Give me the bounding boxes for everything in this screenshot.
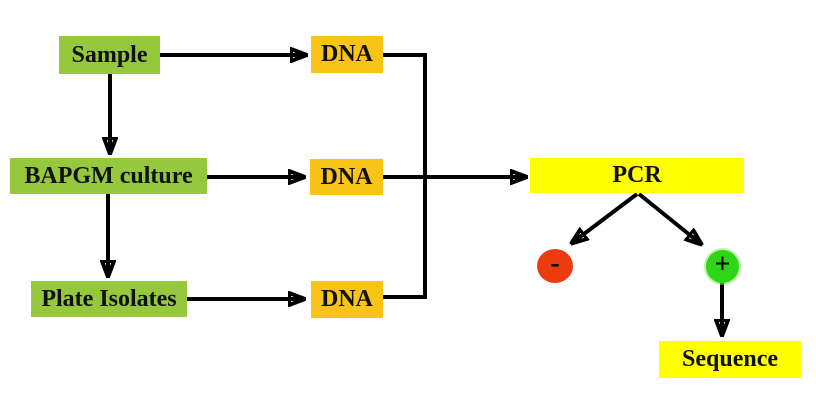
node-pcr-label: PCR: [612, 162, 662, 188]
arrow-pcr-to-negative: [572, 192, 639, 243]
node-sequence-label: Sequence: [682, 346, 778, 372]
positive-result-circle: +: [706, 250, 739, 283]
minus-icon: -: [550, 248, 560, 279]
node-plate-isolates: Plate Isolates: [31, 281, 187, 317]
node-dna-from-sample-label: DNA: [321, 41, 373, 67]
node-dna-from-sample: DNA: [311, 36, 383, 73]
node-sample-label: Sample: [71, 41, 148, 68]
arrow-pcr-to-positive: [637, 192, 701, 244]
node-dna-from-culture-label: DNA: [320, 163, 373, 190]
node-sequence: Sequence: [659, 341, 801, 378]
node-plate-isolates-label: Plate Isolates: [41, 285, 177, 312]
node-dna-from-isolates: DNA: [311, 281, 383, 318]
negative-result-circle: -: [537, 249, 573, 283]
node-dna-from-isolates-label: DNA: [321, 286, 373, 312]
node-dna-from-culture: DNA: [310, 159, 383, 195]
node-bapgm-culture-label: BAPGM culture: [24, 162, 193, 189]
node-bapgm-culture: BAPGM culture: [10, 158, 207, 194]
node-pcr: PCR: [530, 158, 744, 193]
node-sample: Sample: [59, 36, 160, 74]
plus-icon: +: [714, 248, 731, 280]
